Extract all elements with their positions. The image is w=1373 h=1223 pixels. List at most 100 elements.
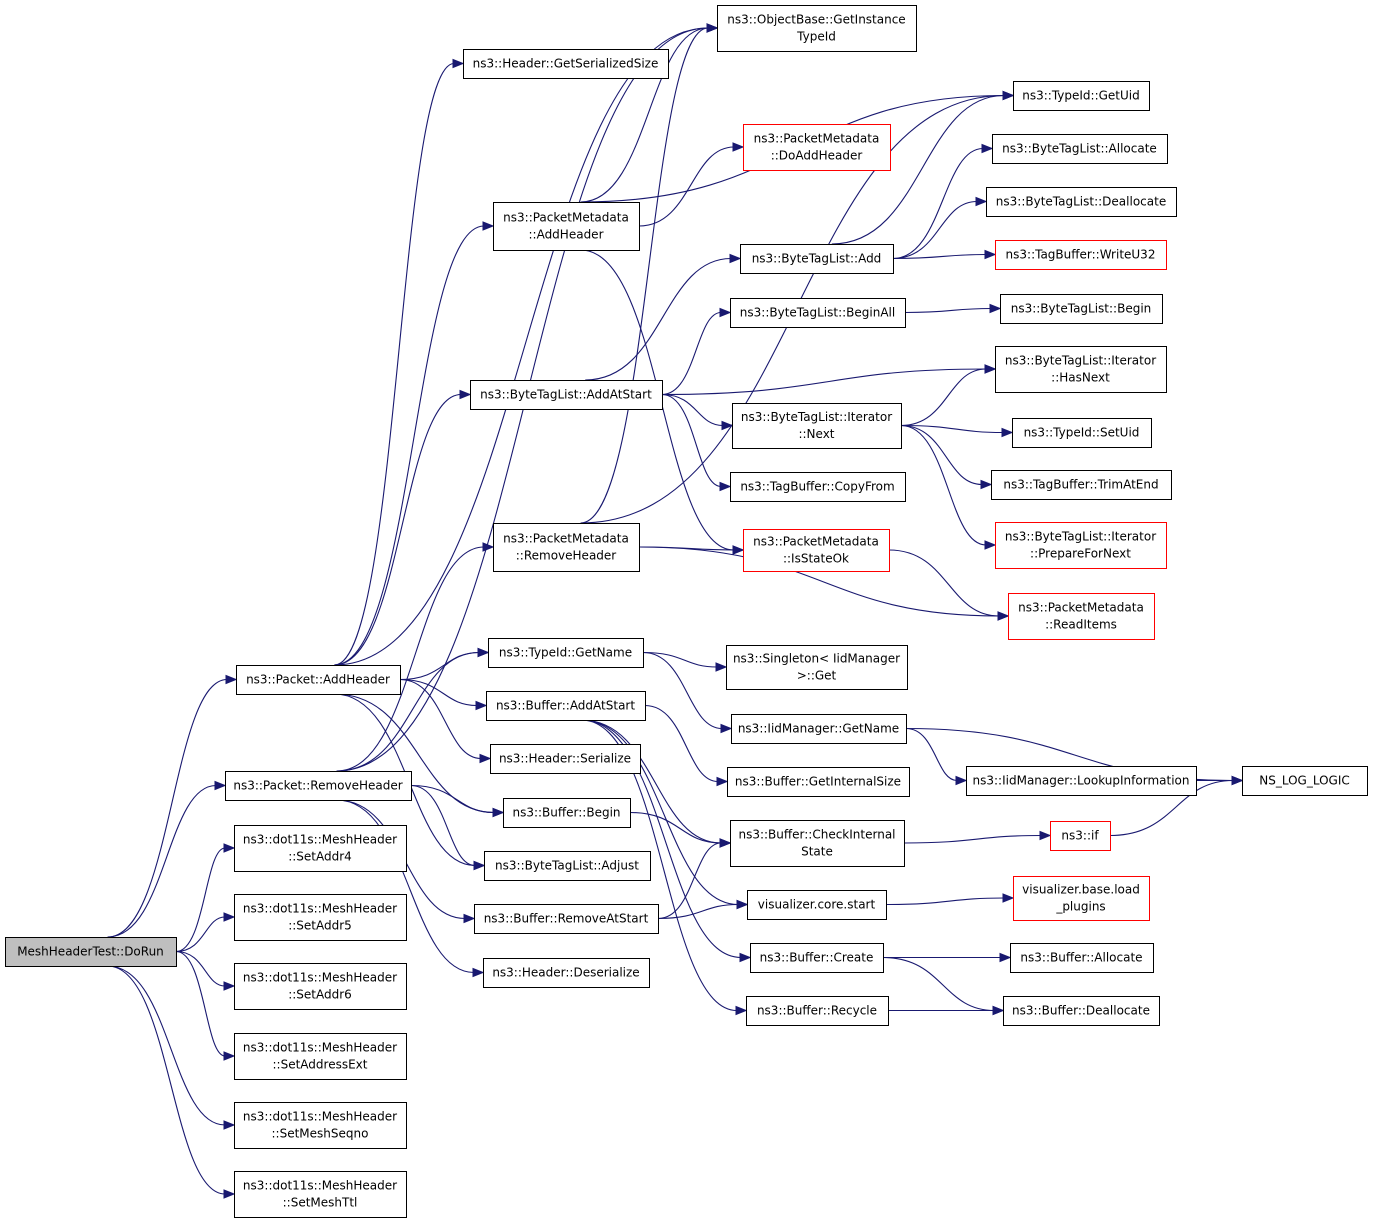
edge-line <box>334 62 455 666</box>
arrow-head-icon <box>989 303 1002 314</box>
edge-btli-next-to-tb-tae <box>900 424 993 490</box>
node-pm-add[interactable]: ns3::PacketMetadata::AddHeader <box>493 202 640 251</box>
node-box <box>730 472 906 502</box>
edge-line <box>892 253 987 260</box>
edge-line <box>581 719 738 1012</box>
node-buf-dealloc[interactable]: ns3::Buffer::Deallocate <box>1003 996 1160 1026</box>
edge-pm-iso-to-pm-ri <box>888 549 1010 621</box>
arrow-head-icon <box>736 899 749 910</box>
call-edges <box>107 23 1244 1199</box>
node-set4[interactable]: ns3::dot11s::MeshHeader::SetAddr4 <box>234 825 407 872</box>
node-box <box>493 202 640 251</box>
node-label: MeshHeaderTest::DoRun <box>17 945 164 959</box>
node-label: ::SetAddr5 <box>288 919 352 933</box>
node-buf-recycle[interactable]: ns3::Buffer::Recycle <box>746 996 889 1026</box>
edge-ns-if-to-nslog <box>1109 775 1244 837</box>
node-btli-next[interactable]: ns3::ByteTagList::Iterator::Next <box>732 403 902 449</box>
arrow-head-icon <box>997 611 1010 621</box>
arrow-head-icon <box>223 981 236 991</box>
arrow-head-icon <box>706 23 719 33</box>
node-label: ns3::TypeId::GetUid <box>1022 89 1140 103</box>
node-btl-aas[interactable]: ns3::ByteTagList::AddAtStart <box>470 380 663 410</box>
edge-btl-aas-to-btli-hn <box>661 364 997 396</box>
node-label: ns3::ByteTagList::Begin <box>1011 302 1152 316</box>
node-tid-suid[interactable]: ns3::TypeId::SetUid <box>1012 418 1152 448</box>
node-box <box>991 470 1172 500</box>
node-buf-ras[interactable]: ns3::Buffer::RemoveAtStart <box>474 904 659 934</box>
node-buf-begin[interactable]: ns3::Buffer::Begin <box>503 798 631 828</box>
node-buf-aas[interactable]: ns3::Buffer::AddAtStart <box>486 691 646 721</box>
edge-line <box>1109 779 1234 837</box>
node-setseq[interactable]: ns3::dot11s::MeshHeader::SetMeshSeqno <box>234 1102 407 1149</box>
edge-line <box>900 424 1004 434</box>
edge-line <box>410 784 495 814</box>
edge-line <box>882 956 995 1012</box>
edge-line <box>657 842 722 920</box>
edge-line <box>107 678 228 938</box>
node-nslog[interactable]: NS_LOG_LOGIC <box>1242 766 1368 796</box>
edge-btli-next-to-tid-suid <box>900 424 1014 438</box>
node-gss[interactable]: ns3::Header::GetSerializedSize <box>463 49 669 79</box>
node-hdr-ser[interactable]: ns3::Header::Serialize <box>490 744 641 774</box>
node-btl-adj[interactable]: ns3::ByteTagList::Adjust <box>484 851 651 881</box>
node-set5[interactable]: ns3::dot11s::MeshHeader::SetAddr5 <box>234 894 407 941</box>
node-buf-create[interactable]: ns3::Buffer::Create <box>750 943 884 973</box>
node-btl-ba[interactable]: ns3::ByteTagList::BeginAll <box>730 298 906 328</box>
node-box <box>484 851 651 881</box>
node-btl-begin[interactable]: ns3::ByteTagList::Begin <box>1000 294 1163 324</box>
edge-root-to-set4 <box>175 843 236 953</box>
edge-pkt-rem-to-pm-rem <box>336 542 495 772</box>
node-ns-if[interactable]: ns3::if <box>1050 821 1111 851</box>
node-vis-load[interactable]: visualizer.base.load_plugins <box>1013 876 1150 921</box>
node-setttl[interactable]: ns3::dot11s::MeshHeader::SetMeshTtl <box>234 1171 407 1218</box>
node-pm-iso[interactable]: ns3::PacketMetadata::IsStateOk <box>743 529 890 572</box>
arrow-head-icon <box>980 479 993 490</box>
node-tb-w32[interactable]: ns3::TagBuffer::WriteU32 <box>995 240 1167 270</box>
node-btl-add[interactable]: ns3::ByteTagList::Add <box>740 244 894 274</box>
node-buf-gis[interactable]: ns3::Buffer::GetInternalSize <box>727 767 910 797</box>
node-tb-tae[interactable]: ns3::TagBuffer::TrimAtEnd <box>991 470 1172 500</box>
node-box <box>747 890 887 920</box>
node-label: ns3::Singleton< IidManager <box>733 652 900 666</box>
node-btl-dealloc[interactable]: ns3::ByteTagList::Deallocate <box>986 187 1177 217</box>
node-box <box>986 187 1177 217</box>
node-pkt-rem[interactable]: ns3::Packet::RemoveHeader <box>225 771 412 801</box>
node-box <box>234 1033 407 1080</box>
node-pm-rem[interactable]: ns3::PacketMetadata::RemoveHeader <box>493 523 640 572</box>
node-pm-ri[interactable]: ns3::PacketMetadata::ReadItems <box>1008 593 1155 640</box>
node-btl-alloc[interactable]: ns3::ByteTagList::Allocate <box>992 134 1168 164</box>
node-box <box>1013 876 1150 921</box>
node-tid-gn[interactable]: ns3::TypeId::GetName <box>488 638 644 668</box>
node-pkt-add[interactable]: ns3::Packet::AddHeader <box>236 665 401 695</box>
node-tid-guid[interactable]: ns3::TypeId::GetUid <box>1013 81 1150 111</box>
node-box <box>743 529 890 572</box>
arrow-head-icon <box>1039 830 1052 841</box>
edge-line <box>661 311 722 396</box>
node-box <box>726 645 908 690</box>
node-buf-alloc[interactable]: ns3::Buffer::Allocate <box>1010 943 1154 973</box>
node-vis-start[interactable]: visualizer.core.start <box>747 890 887 920</box>
node-tb-cf[interactable]: ns3::TagBuffer::CopyFrom <box>730 472 906 502</box>
edge-line <box>336 651 480 772</box>
node-box <box>483 958 650 988</box>
node-btli-hn[interactable]: ns3::ByteTagList::Iterator::HasNext <box>995 346 1167 393</box>
node-label: ns3::Buffer::Allocate <box>1020 951 1142 965</box>
node-set6[interactable]: ns3::dot11s::MeshHeader::SetAddr6 <box>234 963 407 1010</box>
node-label: ::SetAddressExt <box>273 1058 368 1072</box>
node-hdr-des[interactable]: ns3::Header::Deserialize <box>483 958 650 988</box>
arrow-head-icon <box>981 143 994 154</box>
node-sing-get[interactable]: ns3::Singleton< IidManager>::Get <box>726 645 908 690</box>
node-pm-dah[interactable]: ns3::PacketMetadata::DoAddHeader <box>743 124 891 171</box>
node-label: ::SetAddr6 <box>288 988 352 1002</box>
node-label: ns3::Buffer::GetInternalSize <box>735 775 901 789</box>
node-root[interactable]: MeshHeaderTest::DoRun <box>5 937 177 967</box>
node-iid-li[interactable]: ns3::IidManager::LookupInformation <box>966 766 1197 796</box>
node-iid-gn[interactable]: ns3::IidManager::GetName <box>731 714 907 744</box>
node-btli-pfn[interactable]: ns3::ByteTagList::Iterator::PrepareForNe… <box>995 522 1167 569</box>
node-label: ns3::TagBuffer::CopyFrom <box>740 480 894 494</box>
node-setext[interactable]: ns3::dot11s::MeshHeader::SetAddressExt <box>234 1033 407 1080</box>
arrow-head-icon <box>992 1005 1005 1016</box>
node-label: visualizer.base.load <box>1022 883 1140 897</box>
